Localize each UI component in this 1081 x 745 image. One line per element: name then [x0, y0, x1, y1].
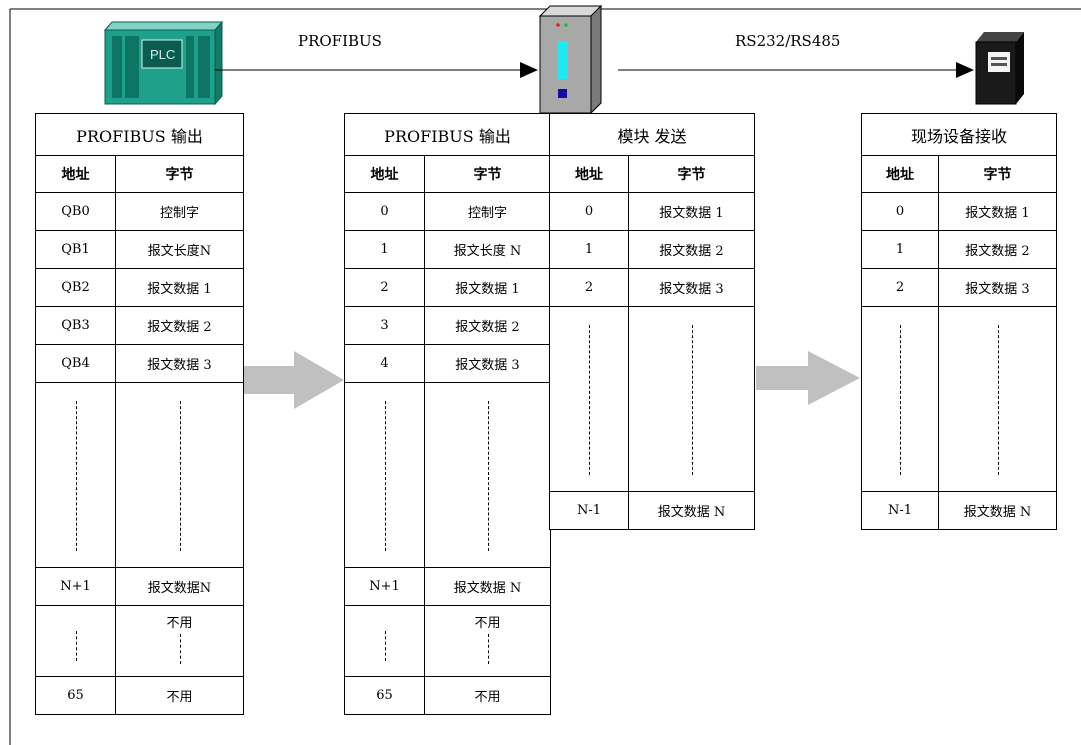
addr-cell: QB0: [35, 192, 116, 231]
byte-cell: 报文数据N: [115, 567, 244, 606]
table-title: PROFIBUS 输出: [344, 113, 551, 156]
dashed-line: [487, 401, 489, 551]
byte-cell: 报文数据 2: [115, 306, 244, 345]
addr-cell: N+1: [35, 567, 116, 606]
dashed-line: [487, 634, 489, 664]
col-header-byte: 字节: [115, 155, 244, 193]
byte-cell: 报文数据 3: [628, 268, 755, 307]
byte-cell: 报文数据 N: [628, 491, 755, 530]
col-header-byte: 字节: [424, 155, 551, 193]
dashed-line: [900, 325, 901, 475]
unused-label: 不用: [166, 616, 193, 631]
addr-cell: 0: [549, 192, 629, 231]
col-header-addr: 地址: [861, 155, 939, 193]
byte-cell: 报文数据 N: [937, 491, 1058, 530]
dashed-line: [997, 325, 999, 475]
ellipsis-cell: [344, 605, 425, 677]
addr-cell: 65: [344, 676, 425, 715]
byte-cell: 报文长度N: [115, 230, 244, 269]
ellipsis-cell: [937, 306, 1058, 492]
byte-cell: 报文数据 3: [424, 344, 551, 383]
addr-cell: N-1: [861, 491, 939, 530]
addr-cell: N-1: [549, 491, 629, 530]
dashed-line: [384, 401, 386, 551]
unused-label: 不用: [474, 616, 501, 631]
byte-cell: 不用: [115, 676, 244, 715]
byte-cell: 报文数据 2: [424, 306, 551, 345]
byte-cell: 报文数据 3: [937, 268, 1058, 307]
table-title: 模块 发送: [549, 113, 755, 156]
addr-cell: 0: [344, 192, 425, 231]
col-header-addr: 地址: [344, 155, 425, 193]
byte-cell: 控制字: [424, 192, 551, 231]
byte-cell: 报文数据 3: [115, 344, 244, 383]
col-header-byte: 字节: [937, 155, 1058, 193]
addr-cell: 2: [344, 268, 425, 307]
byte-cell: 报文数据 2: [937, 230, 1058, 269]
ellipsis-cell: [115, 382, 244, 568]
byte-cell: 报文数据 1: [115, 268, 244, 307]
ellipsis-cell: [35, 605, 116, 677]
plc-device-icon: PLC: [103, 20, 224, 106]
addr-cell: 1: [344, 230, 425, 269]
addr-cell: 4: [344, 344, 425, 383]
plc-label: PLC: [150, 47, 175, 62]
ellipsis-cell: [628, 306, 755, 492]
unused-cell: 不用: [115, 605, 244, 677]
ellipsis-cell: [861, 306, 939, 492]
byte-cell: 报文长度 N: [424, 230, 551, 269]
addr-cell: 2: [861, 268, 939, 307]
ellipsis-cell: [35, 382, 116, 568]
addr-cell: QB1: [35, 230, 116, 269]
profibus-label: PROFIBUS: [298, 32, 382, 50]
serial-link-label: RS232/RS485: [735, 32, 841, 50]
byte-cell: 不用: [424, 676, 551, 715]
ellipsis-cell: [344, 382, 425, 568]
table-title: 现场设备接收: [860, 113, 1058, 156]
byte-cell: 报文数据 1: [937, 192, 1058, 231]
dashed-line: [691, 325, 693, 475]
ellipsis-cell: [549, 306, 629, 492]
comm-module-icon: [538, 4, 603, 115]
dashed-line: [75, 631, 77, 661]
dashed-line: [179, 401, 181, 551]
col-header-addr: 地址: [549, 155, 629, 193]
addr-cell: QB2: [35, 268, 116, 307]
col-header-addr: 地址: [35, 155, 116, 193]
transfer-arrow-2: [756, 351, 860, 405]
addr-cell: 1: [549, 230, 629, 269]
profibus-arrowhead: [520, 62, 538, 78]
byte-cell: 报文数据 1: [424, 268, 551, 307]
unused-cell: 不用: [424, 605, 551, 677]
byte-cell: 报文数据 1: [628, 192, 755, 231]
addr-cell: 65: [35, 676, 116, 715]
addr-cell: QB3: [35, 306, 116, 345]
addr-cell: 3: [344, 306, 425, 345]
addr-cell: 1: [861, 230, 939, 269]
field-device-icon: [975, 32, 1024, 105]
byte-cell: 报文数据 2: [628, 230, 755, 269]
table-title: PROFIBUS 输出: [35, 113, 244, 156]
byte-cell: 控制字: [115, 192, 244, 231]
dashed-line: [179, 634, 181, 664]
dashed-line: [384, 631, 386, 661]
addr-cell: QB4: [35, 344, 116, 383]
dashed-line: [589, 325, 590, 475]
ellipsis-cell: [424, 382, 551, 568]
addr-cell: 2: [549, 268, 629, 307]
addr-cell: N+1: [344, 567, 425, 606]
serial-arrowhead: [956, 62, 974, 78]
dashed-line: [75, 401, 77, 551]
col-header-byte: 字节: [628, 155, 755, 193]
addr-cell: 0: [861, 192, 939, 231]
transfer-arrow-1: [244, 351, 344, 409]
byte-cell: 报文数据 N: [424, 567, 551, 606]
